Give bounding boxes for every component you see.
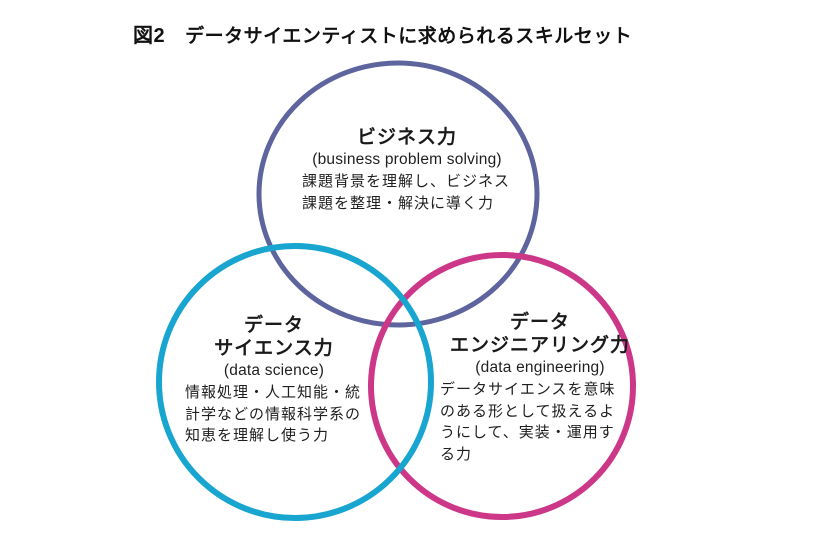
data-science-heading-line: サイエンス力 xyxy=(214,338,334,359)
data-science-heading-line: データ xyxy=(243,315,304,336)
data-engineering-description: データサイエンスを意味 のある形として扱えるよ うにして、実装・運用す る力 xyxy=(420,379,660,465)
data-science-skill-block: データ サイエンス力 (data science) 情報処理・人工知能・統 計学… xyxy=(154,314,394,447)
figure-number-label: 図2 xyxy=(133,25,166,47)
data-engineering-heading: データ エンジニアリング力 xyxy=(420,311,660,357)
data-engineering-description-line: のある形として扱えるよ xyxy=(440,402,616,420)
data-engineering-heading-line: データ xyxy=(509,312,570,333)
data-science-description-line: 計学などの情報科学系の xyxy=(185,405,362,423)
business-subheading: (business problem solving) xyxy=(312,151,502,168)
data-science-circle xyxy=(156,243,434,521)
business-skill-block: ビジネス力 (business problem solving) 課題背景を理解… xyxy=(287,126,527,214)
data-engineering-skill-block: データ エンジニアリング力 (data engineering) データサイエン… xyxy=(420,311,660,465)
data-engineering-description-line: データサイエンスを意味 xyxy=(440,381,616,398)
data-engineering-heading-line: エンジニアリング力 xyxy=(449,335,630,356)
data-engineering-subheading: (data engineering) xyxy=(475,359,605,376)
business-circle xyxy=(256,60,540,328)
figure-title-text: データサイエンティストに求められるスキルセット xyxy=(185,26,633,47)
data-science-description-line: 情報処理・人工知能・統 xyxy=(185,384,362,401)
business-description-line: 課題背景を理解し、ビジネス xyxy=(302,173,511,190)
data-engineering-circle xyxy=(368,252,636,520)
data-engineering-description-line: うにして、実装・運用す xyxy=(440,424,615,441)
data-engineering-description-line: る力 xyxy=(440,445,473,463)
data-science-subheading: (data science) xyxy=(223,362,325,379)
data-science-description: 情報処理・人工知能・統 計学などの情報科学系の 知恵を理解し使う力 xyxy=(154,382,394,447)
figure-title: 図2 データサイエンティストに求められるスキルセット xyxy=(133,19,632,48)
business-description-line: 課題を整理・解決に導く力 xyxy=(302,194,495,212)
data-science-description-line: 知恵を理解し使う力 xyxy=(185,427,330,444)
business-description: 課題背景を理解し、ビジネス 課題を整理・解決に導く力 xyxy=(287,171,527,214)
business-heading: ビジネス力 xyxy=(356,127,457,148)
data-science-heading: データ サイエンス力 xyxy=(154,314,394,360)
